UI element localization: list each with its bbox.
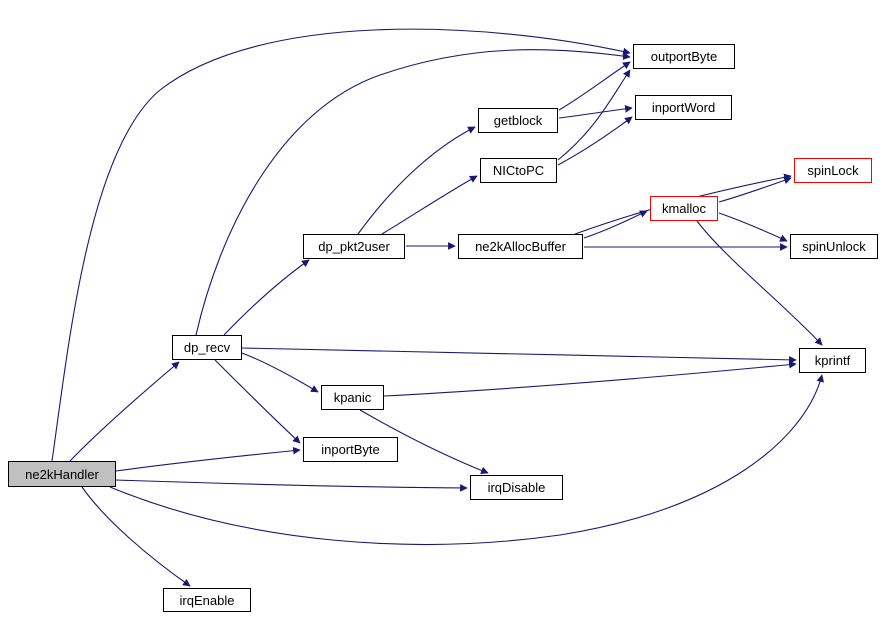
edge-kpanic-irqDisable xyxy=(359,409,489,475)
node-NICtoPC[interactable]: NICtoPC xyxy=(480,158,557,183)
node-spinUnlock[interactable]: spinUnlock xyxy=(790,234,878,259)
edge-dp_recv-kprintf xyxy=(241,347,797,364)
node-inportByte[interactable]: inportByte xyxy=(303,437,398,462)
edge-NICtoPC-inportWord xyxy=(557,116,633,166)
edge-kmalloc-spinUnlock xyxy=(718,212,788,242)
edge-ne2kHandler-kprintf xyxy=(109,374,824,545)
node-ne2kAllocBuffer[interactable]: ne2kAllocBuffer xyxy=(458,234,583,259)
node-spinLock[interactable]: spinLock xyxy=(794,158,872,183)
edge-dp_recv-dp_pkt2user xyxy=(223,259,310,336)
node-dp_pkt2user[interactable]: dp_pkt2user xyxy=(303,234,405,259)
edge-dp_pkt2user-getblock xyxy=(357,126,476,235)
edge-kmalloc-kprintf xyxy=(696,220,823,346)
edge-dp_recv-kpanic xyxy=(241,352,319,393)
edge-NICtoPC-outportByte xyxy=(557,69,631,161)
node-getblock[interactable]: getblock xyxy=(478,108,558,133)
edge-dp_recv-outportByte xyxy=(195,49,631,336)
node-irqDisable[interactable]: irqDisable xyxy=(470,475,563,500)
edge-ne2kAllocBuffer-kmalloc xyxy=(583,210,648,239)
edge-ne2kHandler-irqEnable xyxy=(81,486,191,587)
edge-ne2kHandler-outportByte xyxy=(51,28,631,462)
edge-ne2kHandler-inportByte xyxy=(115,446,301,472)
node-inportWord[interactable]: inportWord xyxy=(635,95,732,120)
node-kmalloc[interactable]: kmalloc xyxy=(650,196,718,221)
edge-kmalloc-spinLock xyxy=(718,176,792,203)
edge-kpanic-kprintf xyxy=(383,360,797,397)
edge-ne2kHandler-irqDisable xyxy=(115,479,468,492)
edge-ne2kHandler-dp_recv xyxy=(69,361,180,462)
edge-getblock-inportWord xyxy=(558,105,633,119)
edge-dp_pkt2user-NICtoPC xyxy=(381,175,478,235)
node-outportByte[interactable]: outportByte xyxy=(633,44,735,69)
node-kprintf[interactable]: kprintf xyxy=(799,348,866,373)
edge-getblock-outportByte xyxy=(558,61,631,111)
node-kpanic[interactable]: kpanic xyxy=(321,385,384,410)
node-ne2kHandler[interactable]: ne2kHandler xyxy=(8,461,116,487)
edge-dp_recv-inportByte xyxy=(214,359,301,444)
node-irqEnable[interactable]: irqEnable xyxy=(163,588,251,612)
node-dp_recv[interactable]: dp_recv xyxy=(172,335,242,360)
